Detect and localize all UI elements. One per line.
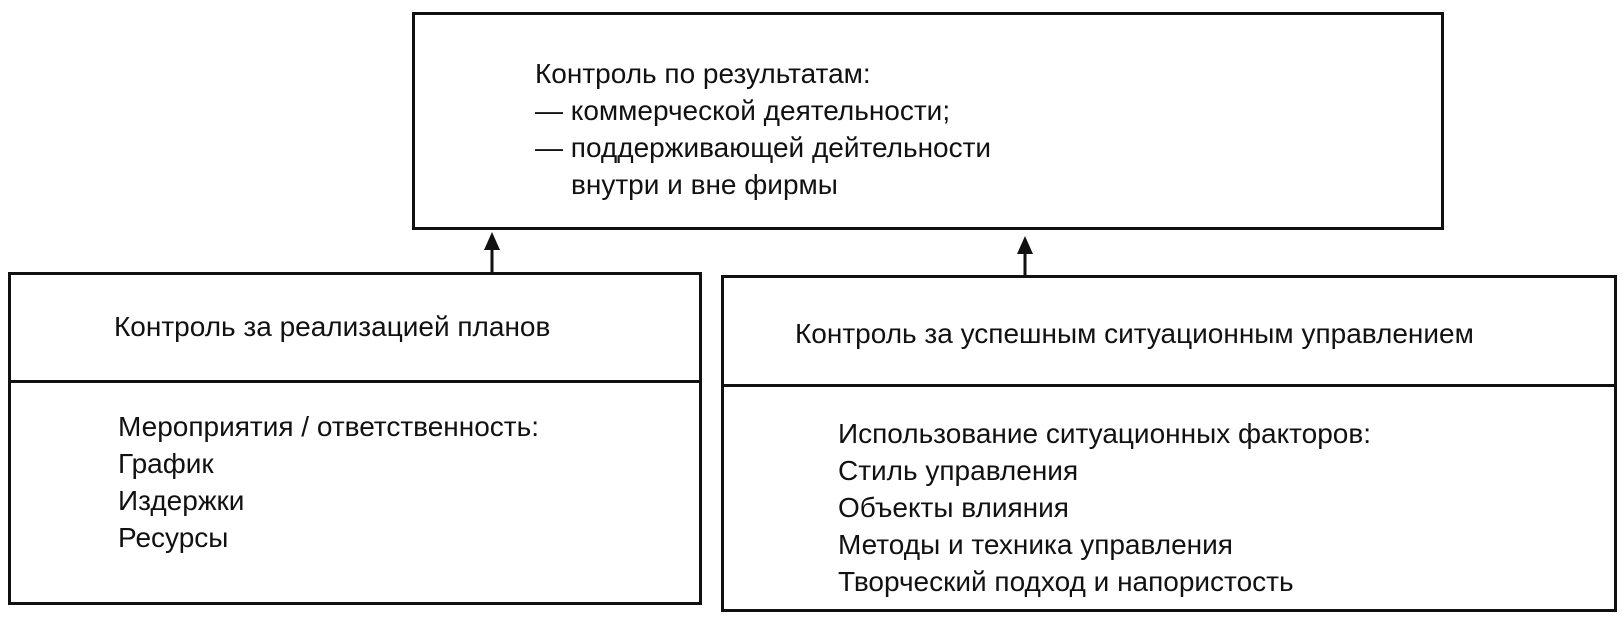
situational-control-header: Контроль за успешным ситуационным управл… (724, 278, 1614, 387)
results-control-item-continuation: внутри и вне фирмы (571, 169, 838, 200)
list-item: Ресурсы (118, 522, 229, 553)
arrow-right-to-top (1017, 236, 1033, 275)
plan-control-box: Контроль за реализацией планов Мероприят… (8, 272, 702, 605)
results-control-item: — коммерческой деятельности; (535, 95, 951, 126)
list-item: Использование ситуационных факторов: (838, 418, 1372, 449)
list-item: Объекты влияния (838, 492, 1069, 523)
results-control-item: — поддерживающей дейтельности (535, 132, 992, 163)
list-item: Методы и техника управления (838, 529, 1233, 560)
results-control-text: Контроль по результатам: — коммерческой … (535, 55, 991, 203)
situational-control-list: Использование ситуационных факторов: Сти… (838, 415, 1371, 600)
list-item: График (118, 448, 214, 479)
list-item: Издержки (118, 485, 245, 516)
list-item: Творческий подход и напористость (838, 566, 1294, 597)
results-control-heading: Контроль по результатам: (535, 58, 871, 89)
plan-control-header: Контроль за реализацией планов (11, 275, 699, 383)
situational-control-box: Контроль за успешным ситуационным управл… (721, 275, 1617, 612)
list-item: Мероприятия / ответственность: (118, 411, 539, 442)
arrow-left-to-top (484, 232, 500, 272)
plan-control-title: Контроль за реализацией планов (114, 311, 551, 342)
plan-control-list: Мероприятия / ответственность: График Из… (118, 408, 539, 556)
results-control-box: Контроль по результатам: — коммерческой … (412, 12, 1444, 230)
list-item: Стиль управления (838, 455, 1079, 486)
situational-control-title: Контроль за успешным ситуационным управл… (795, 318, 1474, 349)
